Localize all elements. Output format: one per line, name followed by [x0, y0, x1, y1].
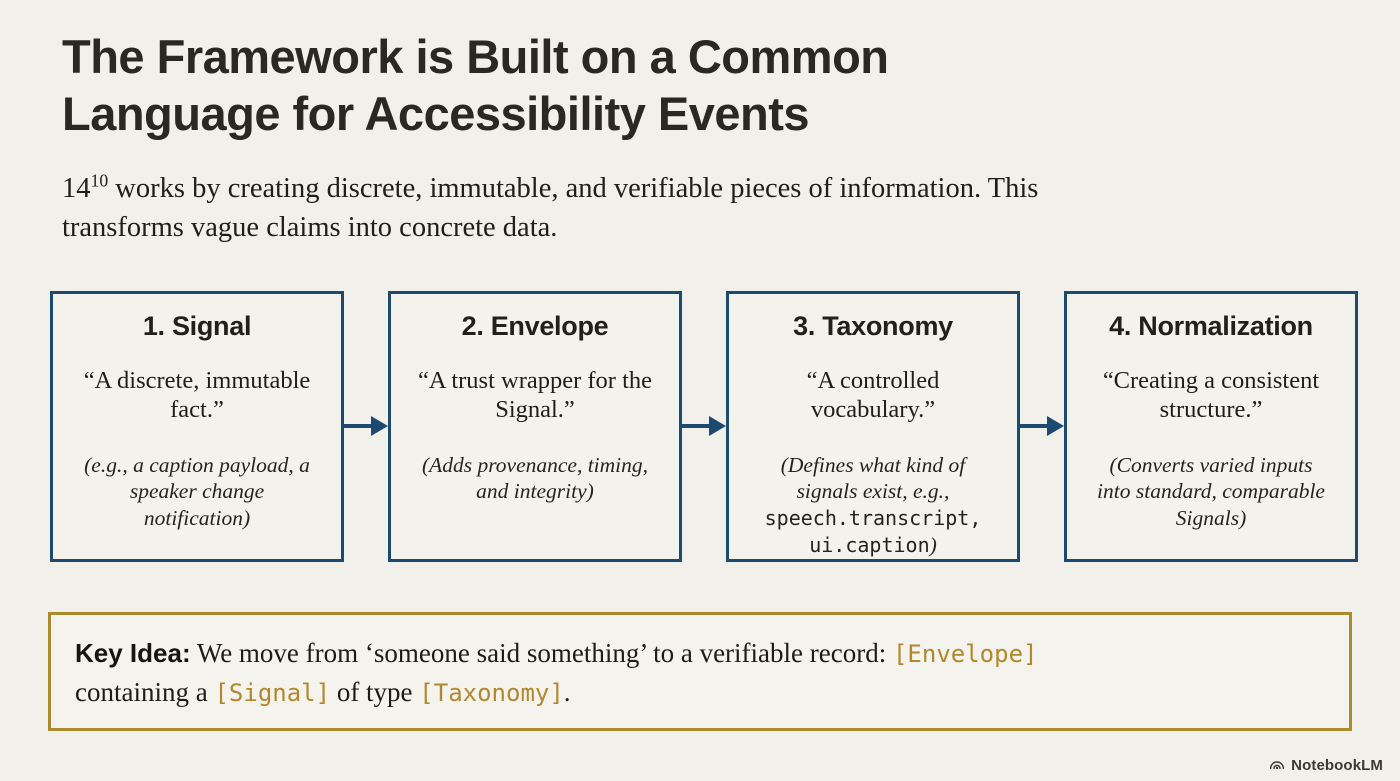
step-box-envelope: 2. Envelope “A trust wrapper for the Sig… — [388, 290, 682, 562]
step-title: 3. Taxonomy — [793, 310, 953, 341]
intro-line2: transforms vague claims into concrete da… — [62, 211, 558, 243]
step-quote: “A trust wrapper for the Signal.” — [417, 366, 653, 424]
process-flow-diagram: 1. Signal “A discrete, immutable fact.” … — [50, 290, 1358, 562]
flow-arrow-3 — [1020, 291, 1064, 562]
step-box-signal: 1. Signal “A discrete, immutable fact.” … — [50, 290, 344, 562]
key-idea-text: We move from ‘someone said something’ to… — [190, 637, 893, 668]
step-note-code: speech.transcript, ui.caption — [764, 506, 982, 558]
notebooklm-watermark: NotebookLM — [1268, 756, 1383, 774]
key-idea-text: of type — [330, 676, 420, 707]
key-idea-code-signal: [Signal] — [214, 678, 331, 707]
step-note-text: ) — [929, 533, 937, 558]
intro-number: 14 — [62, 172, 91, 204]
key-idea-callout: Key Idea: We move from ‘someone said som… — [48, 611, 1352, 732]
step-box-taxonomy: 3. Taxonomy “A controlled vocabulary.” (… — [726, 290, 1020, 562]
key-idea-label: Key Idea: — [75, 637, 191, 668]
key-idea-line2: containing a [Signal] of type [Taxonomy]… — [75, 673, 1325, 712]
step-title: 1. Signal — [142, 310, 252, 341]
right-arrow-icon — [1020, 416, 1064, 437]
page-title-line1: The Framework is Built on a Common — [62, 30, 889, 83]
intro-paragraph: 1410 works by creating discrete, immutab… — [62, 169, 1340, 247]
step-note: (Defines what kind of signals exist, e.g… — [753, 452, 993, 560]
intro-line1: 1410 works by creating discrete, immutab… — [62, 169, 1340, 208]
step-title: 2. Envelope — [461, 310, 609, 341]
step-quote: “Creating a consistent structure.” — [1102, 366, 1320, 424]
right-arrow-icon — [682, 416, 726, 437]
key-idea-line1: Key Idea: We move from ‘someone said som… — [75, 634, 1325, 673]
flow-arrow-1 — [344, 291, 388, 562]
step-note: (Adds provenance, timing, and integrity) — [421, 452, 649, 504]
page-title: The Framework is Built on a Common Langu… — [62, 28, 1340, 143]
step-quote: “A discrete, immutable fact.” — [83, 366, 311, 424]
step-quote: “A controlled vocabulary.” — [806, 366, 940, 424]
step-title: 4. Normalization — [1109, 310, 1313, 341]
step-note: (Converts varied inputs into standard, c… — [1097, 452, 1325, 531]
intro-line1-text: works by creating discrete, immutable, a… — [108, 172, 1039, 204]
step-note: (e.g., a caption payload, a speaker chan… — [84, 452, 310, 531]
key-idea-code-taxonomy: [Taxonomy] — [419, 678, 564, 707]
step-box-normalization: 4. Normalization “Creating a consistent … — [1064, 290, 1358, 562]
key-idea-text: containing a — [75, 676, 215, 707]
right-arrow-icon — [344, 416, 388, 437]
key-idea-code-envelope: [Envelope] — [892, 639, 1038, 668]
intro-superscript: 10 — [90, 170, 109, 191]
watermark-brand-text: NotebookLM — [1291, 756, 1383, 774]
step-note-text: (Defines what kind of signals exist, e.g… — [780, 452, 966, 504]
flow-arrow-2 — [682, 291, 726, 562]
key-idea-text: . — [563, 676, 571, 707]
notebooklm-logo-icon — [1270, 761, 1285, 770]
page-title-line2: Language for Accessibility Events — [62, 87, 810, 141]
